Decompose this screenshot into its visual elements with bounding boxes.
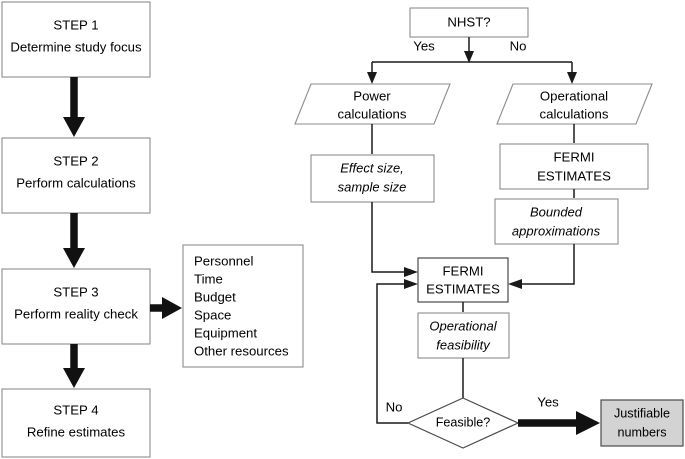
edge-label-yes: Yes (413, 38, 435, 53)
feasible-diamond (406, 397, 520, 449)
arrowhead (567, 72, 577, 84)
arrowhead (367, 72, 377, 84)
arrowhead (464, 51, 474, 63)
step-1-description: Determine study focus (10, 39, 142, 54)
justifiable-line1: Justifiable (614, 406, 670, 420)
power-calculations-line1: Power (353, 88, 391, 103)
nhst-box (409, 7, 529, 38)
justifiable-numbers-box (600, 399, 684, 447)
step-1-title: STEP 1 (53, 17, 98, 32)
operational-calculations-shape (496, 83, 653, 125)
step-2-description: Perform calculations (16, 175, 136, 190)
edge-feasible-no-loop (376, 279, 418, 424)
step-3-description: Perform reality check (14, 306, 138, 321)
operational-feasibility-line1: Operational (429, 318, 497, 333)
arrow-step2-to-step3 (63, 213, 85, 268)
fermi-center-box (417, 257, 509, 303)
node-effect-size[interactable]: Effect size, sample size (310, 154, 435, 203)
node-nhst-decision[interactable]: NHST? (409, 7, 529, 38)
step-2-title: STEP 2 (53, 153, 98, 168)
node-operational-feasibility[interactable]: Operational feasibility (417, 312, 510, 359)
resource-item-space: Space (194, 307, 231, 322)
operational-calculations-line1: Operational (540, 88, 608, 103)
operational-feasibility-box (417, 312, 510, 359)
bounded-line2: approximations (512, 223, 601, 238)
step-1-box (1, 1, 151, 78)
node-bounded-approximations[interactable]: Bounded approximations (494, 198, 619, 245)
resource-item-other-resources: Other resources (194, 343, 289, 358)
fermi-center-line2: ESTIMATES (426, 281, 500, 296)
node-fermi-estimates-center[interactable]: FERMI ESTIMATES (417, 257, 509, 303)
edge-nhst-split (367, 37, 577, 84)
arrow-step3-to-step4 (63, 344, 85, 388)
fermi-right-box (499, 143, 649, 190)
step-3-title: STEP 3 (53, 284, 98, 299)
edge-feasible-yes (518, 411, 600, 435)
node-operational-calculations[interactable]: Operational calculations (496, 83, 653, 125)
arrow-step3-to-resources (150, 297, 182, 319)
arrowhead (63, 368, 85, 388)
bounded-line1: Bounded (530, 204, 583, 219)
justifiable-line2: numbers (618, 425, 667, 439)
step-3-box (1, 268, 151, 345)
fermi-right-line2: ESTIMATES (537, 168, 611, 183)
node-feasible-decision[interactable]: Feasible? (406, 397, 520, 449)
node-power-calculations[interactable]: Power calculations (294, 83, 451, 125)
effect-size-line2: sample size (338, 179, 407, 194)
resource-item-equipment: Equipment (194, 325, 257, 340)
fermi-center-line1: FERMI (442, 263, 483, 278)
operational-calculations-line2: calculations (540, 106, 609, 121)
node-step-2[interactable]: STEP 2 Perform calculations (1, 137, 151, 214)
node-step-1[interactable]: STEP 1 Determine study focus (1, 1, 151, 78)
arrow-step1-to-step2 (63, 77, 85, 137)
resource-item-time: Time (194, 271, 223, 286)
arrowhead (404, 279, 418, 289)
power-calculations-line2: calculations (338, 106, 407, 121)
arrowhead (508, 279, 522, 289)
effect-size-box (310, 154, 435, 203)
node-justifiable-numbers[interactable]: Justifiable numbers (600, 399, 684, 447)
arrowhead (576, 411, 600, 435)
edge-label-no: No (510, 38, 527, 53)
node-fermi-estimates-right[interactable]: FERMI ESTIMATES (499, 143, 649, 190)
edge-label-feasible-yes: Yes (537, 394, 559, 409)
resource-item-personnel: Personnel (194, 253, 253, 268)
effect-size-line1: Effect size, (340, 160, 404, 175)
node-step-3[interactable]: STEP 3 Perform reality check (1, 268, 151, 345)
resource-item-budget: Budget (194, 289, 236, 304)
operational-feasibility-line2: feasibility (436, 337, 491, 352)
nhst-label: NHST? (447, 14, 490, 29)
power-calculations-shape (294, 83, 451, 125)
arrowhead (404, 267, 418, 277)
step-4-box (1, 388, 151, 458)
node-resources-list[interactable]: Personnel Time Budget Space Equipment Ot… (182, 244, 304, 368)
step-2-box (1, 137, 151, 214)
feasible-label: Feasible? (436, 415, 491, 429)
edge-label-feasible-no: No (386, 399, 403, 414)
step-4-description: Refine estimates (27, 424, 126, 439)
arrowhead (63, 248, 85, 268)
fermi-right-line1: FERMI (553, 149, 594, 164)
arrowhead (162, 297, 182, 319)
bounded-approximations-box (494, 198, 619, 245)
edge-effect-size-to-fermi-center (371, 202, 418, 277)
edge-bounded-to-fermi-center (508, 244, 575, 289)
arrowhead (63, 117, 85, 137)
step-4-title: STEP 4 (53, 402, 98, 417)
node-step-4[interactable]: STEP 4 Refine estimates (1, 388, 151, 458)
resources-box (182, 244, 304, 368)
